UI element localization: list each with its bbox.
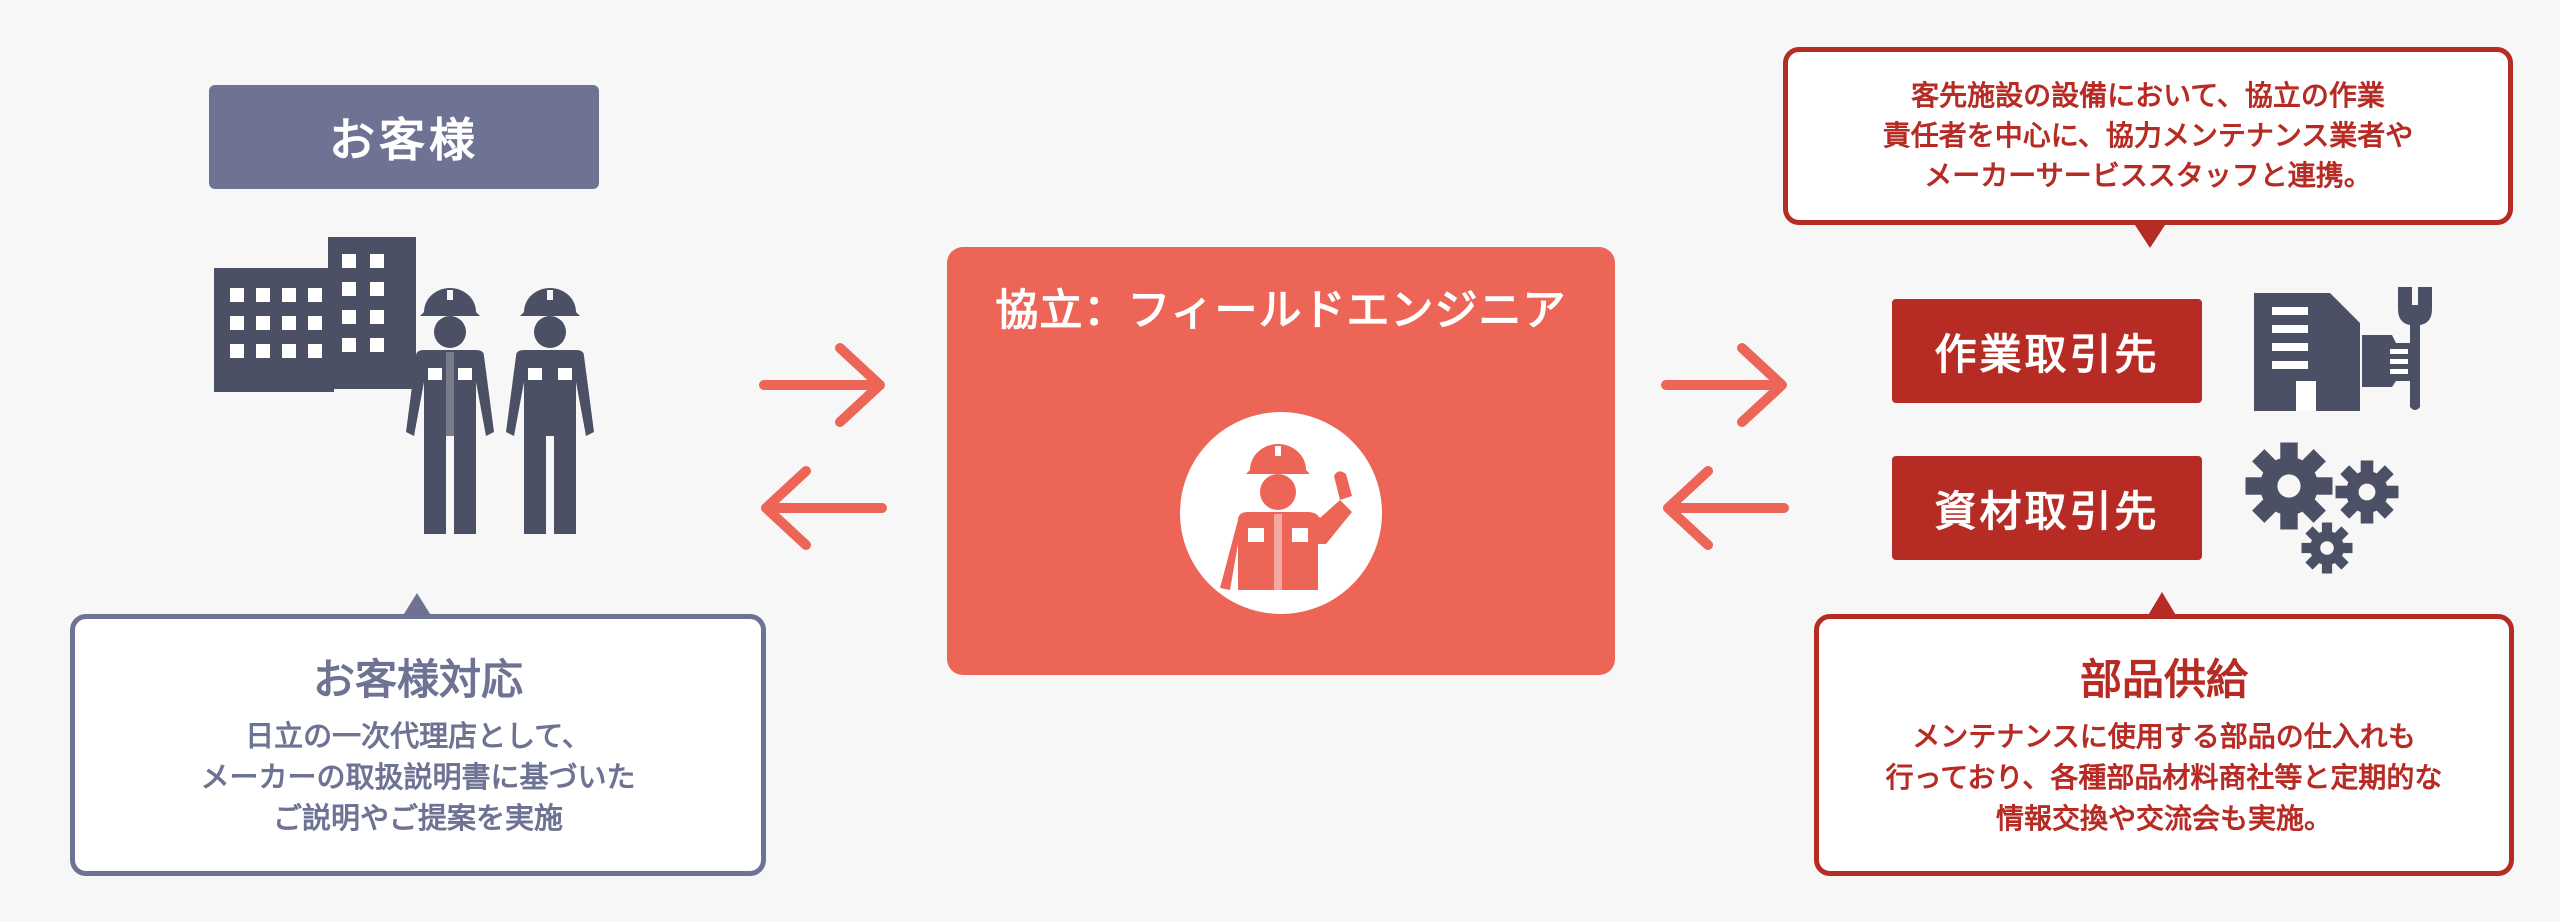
collaboration-line: 客先施設の設備において、協立の作業 xyxy=(1911,79,2385,112)
collaboration-callout-text: 客先施設の設備において、協立の作業 責任者を中心に、協力メンテナンス業者や メー… xyxy=(1783,76,2513,196)
building-and-workers-icon xyxy=(214,237,594,534)
customer-support-line: 日立の一次代理店として、 xyxy=(245,719,591,753)
arrow-right-icon xyxy=(1661,343,1787,427)
parts-supply-line: 情報交換や交流会も実施。 xyxy=(1995,802,2332,835)
parts-supply-line: 行っており、各種部品材料商社等と定期的な xyxy=(1885,761,2443,794)
collaboration-line: メーカーサービススタッフと連携。 xyxy=(1924,159,2372,192)
customer-box-pointer xyxy=(402,593,432,617)
customer-label: お客様 xyxy=(209,85,599,189)
customer-support-box xyxy=(70,614,766,876)
parts-supply-title: 部品供給 xyxy=(2079,655,2248,704)
field-engineer-icon xyxy=(1220,444,1352,590)
arrow-right-icon xyxy=(759,343,885,427)
field-engineer-title: 協立：フィールドエンジニア xyxy=(995,286,1567,336)
customer-support-text: 日立の一次代理店として、 メーカーの取扱説明書に基づいた ご説明やご提案を実施 xyxy=(70,716,766,839)
arrow-left-icon xyxy=(1663,466,1789,550)
gears-icon xyxy=(2245,442,2399,574)
parts-supply-box xyxy=(1814,614,2514,876)
parts-supply-text: メンテナンスに使用する部品の仕入れも 行っており、各種部品材料商社等と定期的な … xyxy=(1814,716,2514,839)
supply-box-pointer xyxy=(2147,592,2177,617)
building-wrench-icon xyxy=(2254,287,2432,411)
customer-support-line: ご説明やご提案を実施 xyxy=(272,801,563,835)
material-partner-label: 資材取引先 xyxy=(1892,456,2202,560)
customer-support-title: お客様対応 xyxy=(312,655,523,704)
work-partner-label: 作業取引先 xyxy=(1892,299,2202,403)
arrow-left-icon xyxy=(761,466,887,550)
customer-support-line: メーカーの取扱説明書に基づいた xyxy=(200,760,636,794)
collaboration-callout-pointer xyxy=(2133,222,2167,248)
parts-supply-line: メンテナンスに使用する部品の仕入れも xyxy=(1912,720,2416,753)
collaboration-line: 責任者を中心に、協力メンテナンス業者や xyxy=(1882,119,2414,152)
